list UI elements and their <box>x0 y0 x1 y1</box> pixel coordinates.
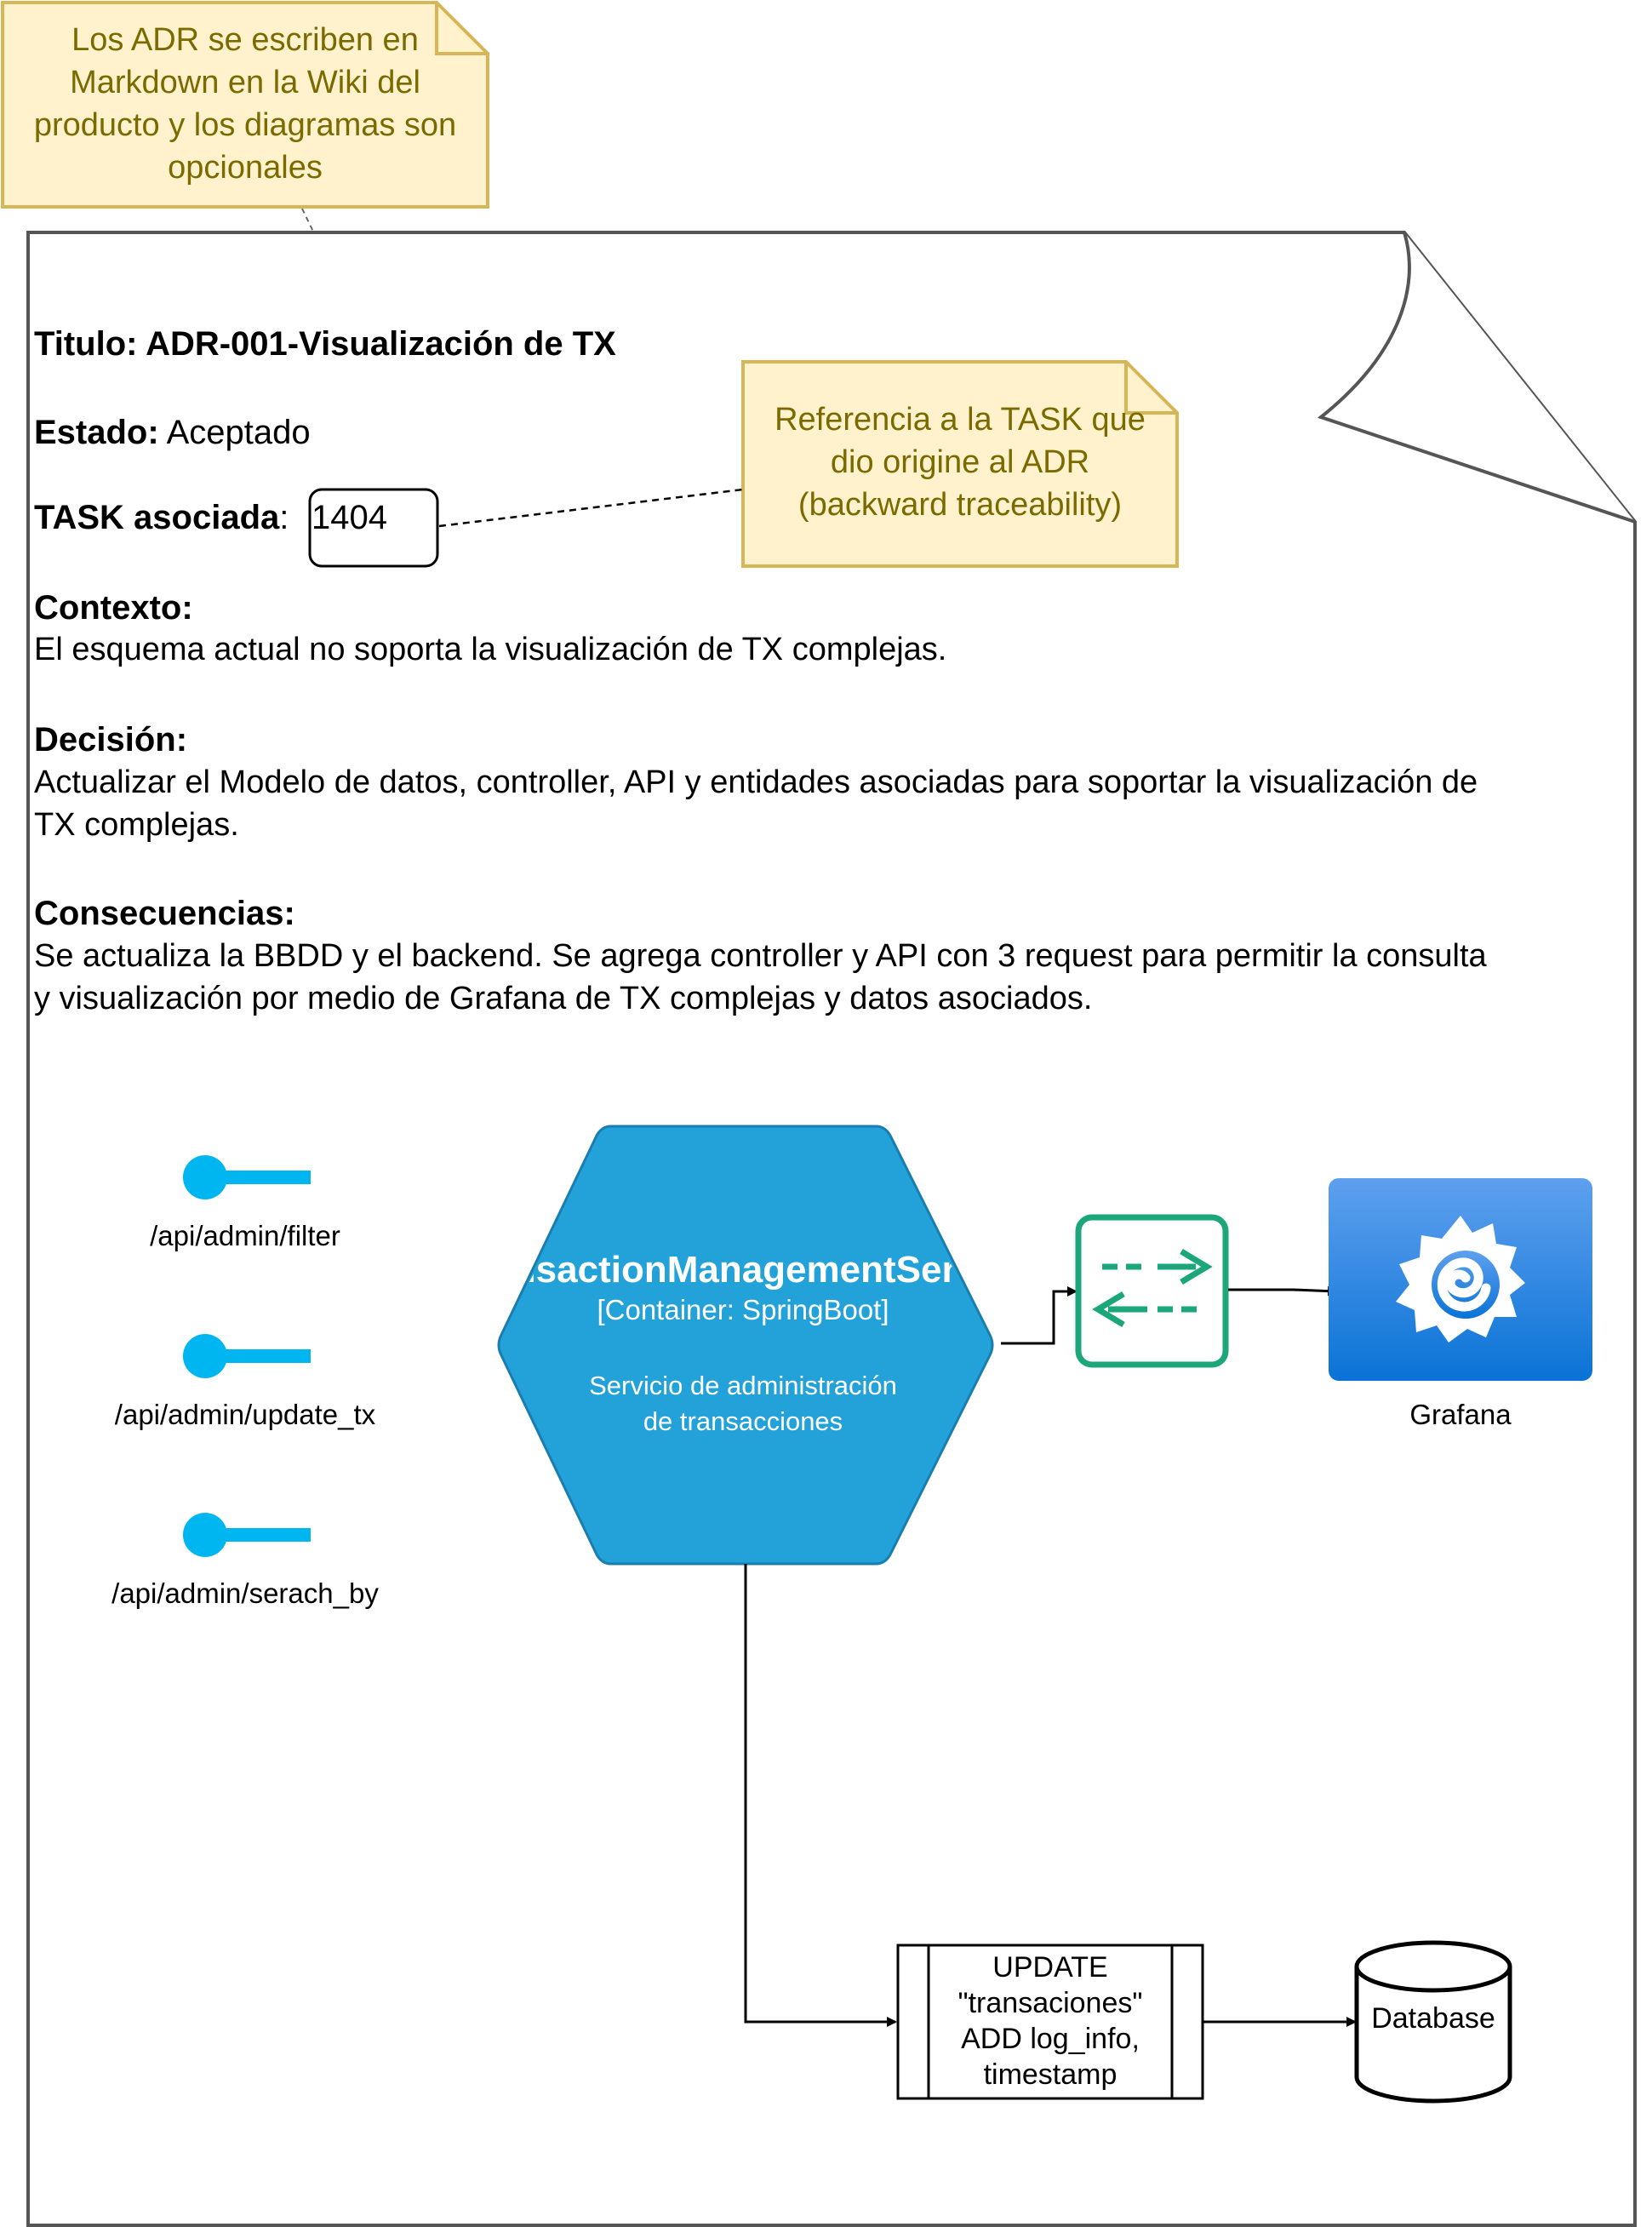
endpoint-search-icon <box>183 1513 311 1557</box>
arrow-service-to-process <box>744 1564 897 2027</box>
process-line: timestamp <box>983 2058 1118 2091</box>
adr-title-text: Titulo: ADR-001-Visualización de TX <box>34 325 616 363</box>
wiki-note-line: Markdown en la Wiki del <box>70 65 420 100</box>
endpoint-search-label: /api/admin/serach_by <box>111 1577 379 1609</box>
grafana-icon <box>1329 1178 1592 1381</box>
endpoint-filter-icon <box>183 1155 311 1199</box>
arrow-service-to-gateway <box>1001 1286 1078 1345</box>
container-name: TransactionManagementService <box>457 1249 1029 1291</box>
task-note-connector <box>438 488 744 528</box>
update-process-box <box>896 1944 1204 2100</box>
adr-task: TASK asociada: <box>34 495 289 540</box>
estado-label: Estado: <box>34 414 159 451</box>
task-id-value: 1404 <box>312 499 387 536</box>
contexto-label: Contexto: <box>34 586 193 630</box>
task-note-shape <box>741 360 1179 568</box>
consecuencias-text-line: Se actualiza la BBDD y el backend. Se ag… <box>34 938 1487 974</box>
task-label: TASK asociada <box>34 499 280 536</box>
task-id-box <box>308 488 439 568</box>
task-note-line: (backward traceability) <box>797 487 1123 523</box>
consecuencias-text-line: y visualización por medio de Grafana de … <box>34 981 1093 1016</box>
wiki-note-line: producto y los diagramas son <box>33 107 457 143</box>
contexto-heading: Contexto: <box>34 589 193 627</box>
decision-text-line: TX complejas. <box>34 807 239 843</box>
arrow-gateway-to-grafana <box>1228 1285 1338 1297</box>
estado-value: Aceptado <box>166 414 311 451</box>
task-note-line: Referencia a la TASK que <box>775 402 1146 438</box>
wiki-note-line: opcionales <box>168 150 323 186</box>
process-line: "transaciones" <box>957 1987 1143 2019</box>
endpoint-update-label: /api/admin/update_tx <box>114 1399 376 1430</box>
endpoint-filter-label: /api/admin/filter <box>150 1220 340 1251</box>
task-note-line: dio origine al ADR <box>830 444 1090 480</box>
decision-label: Decisión: <box>34 718 187 762</box>
task-note: Referencia a la TASK que dio origine al … <box>743 398 1177 526</box>
container-tech: [Container: SpringBoot] <box>597 1294 889 1325</box>
contexto-text: El esquema actual no soporta la visualiz… <box>34 632 947 667</box>
database-icon <box>1354 1940 1512 2104</box>
decision-text-line: Actualizar el Modelo de datos, controlle… <box>34 764 1478 800</box>
adr-title: Titulo: ADR-001-Visualización de TX <box>34 322 616 366</box>
process-line: ADD log_info, <box>961 2023 1140 2055</box>
consecuencias-label: Consecuencias: <box>34 891 295 936</box>
wiki-note-shape <box>1 1 489 209</box>
process-line: UPDATE <box>992 1951 1108 1984</box>
container-desc-line: Servicio de administración <box>589 1371 897 1400</box>
task-note-fold <box>1124 362 1177 415</box>
wiki-note: Los ADR se escriben en Markdown en la Wi… <box>3 19 488 189</box>
grafana-label: Grafana <box>1409 1399 1512 1430</box>
adr-estado: Estado: Aceptado <box>34 410 311 455</box>
wiki-note-line: Los ADR se escriben en <box>71 22 419 58</box>
container-desc-line: de transacciones <box>643 1406 843 1436</box>
consecuencias-heading: Consecuencias: <box>34 895 295 932</box>
database-label: Database <box>1371 2002 1495 2035</box>
task-separator: : <box>279 499 289 536</box>
wiki-note-connector <box>301 208 314 232</box>
wiki-note-fold <box>435 3 488 55</box>
api-gateway-icon <box>1075 1214 1229 1368</box>
page-curl <box>1317 232 1636 524</box>
decision-heading: Decisión: <box>34 721 188 759</box>
container-hexagon <box>497 1125 994 1566</box>
process-text: UPDATE "transaciones" ADD log_info, time… <box>929 1949 1172 2092</box>
endpoint-update-icon <box>183 1334 311 1378</box>
